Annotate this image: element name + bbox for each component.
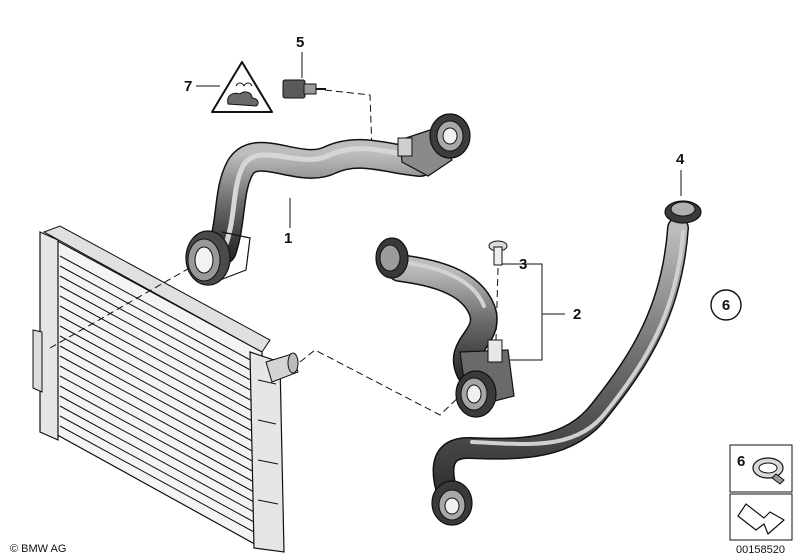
copyright-text: © BMW AG [10, 543, 66, 555]
hose-clamp-icon [752, 457, 785, 485]
diagram-number: 00158520 [736, 544, 785, 556]
screw-3 [488, 240, 512, 341]
orientation-arrow-box [729, 493, 793, 541]
callout-6-circle-label: 6 [722, 297, 730, 314]
hose-1-right-connector [397, 113, 471, 177]
callout-6-circle: 6 [710, 289, 742, 321]
connection-lines [49, 89, 464, 416]
callout-5: 5 [296, 34, 304, 51]
hose-2 [375, 237, 565, 418]
hose-4-top-clamp [664, 200, 702, 224]
hose-1 [185, 113, 471, 286]
radiator [32, 225, 299, 553]
callout-2: 2 [573, 306, 581, 323]
callout-6-box-label: 6 [737, 453, 745, 470]
callout-3: 3 [519, 256, 527, 273]
hose-2-top-end [375, 237, 409, 279]
hose-4-bottom-clamp [431, 480, 473, 526]
hot-hand-icon [227, 91, 259, 107]
callout-1: 1 [284, 230, 292, 247]
radiator-left-tank [39, 231, 59, 441]
radiator-right-tank [249, 351, 285, 553]
callout-7: 7 [184, 78, 192, 95]
radiator-outlet-pipe [265, 352, 299, 383]
arrow-icon [737, 503, 785, 535]
hose-1-left-clamp [185, 230, 251, 286]
clamp-legend-box: 6 [729, 444, 793, 493]
warning-label-7 [196, 61, 273, 113]
callout-4: 4 [676, 151, 685, 168]
temperature-sensor-5 [282, 52, 326, 99]
radiator-fins [59, 255, 255, 533]
leader-2 [510, 263, 565, 361]
hose-2-lower-connector [455, 339, 515, 418]
hose-4 [431, 170, 702, 526]
